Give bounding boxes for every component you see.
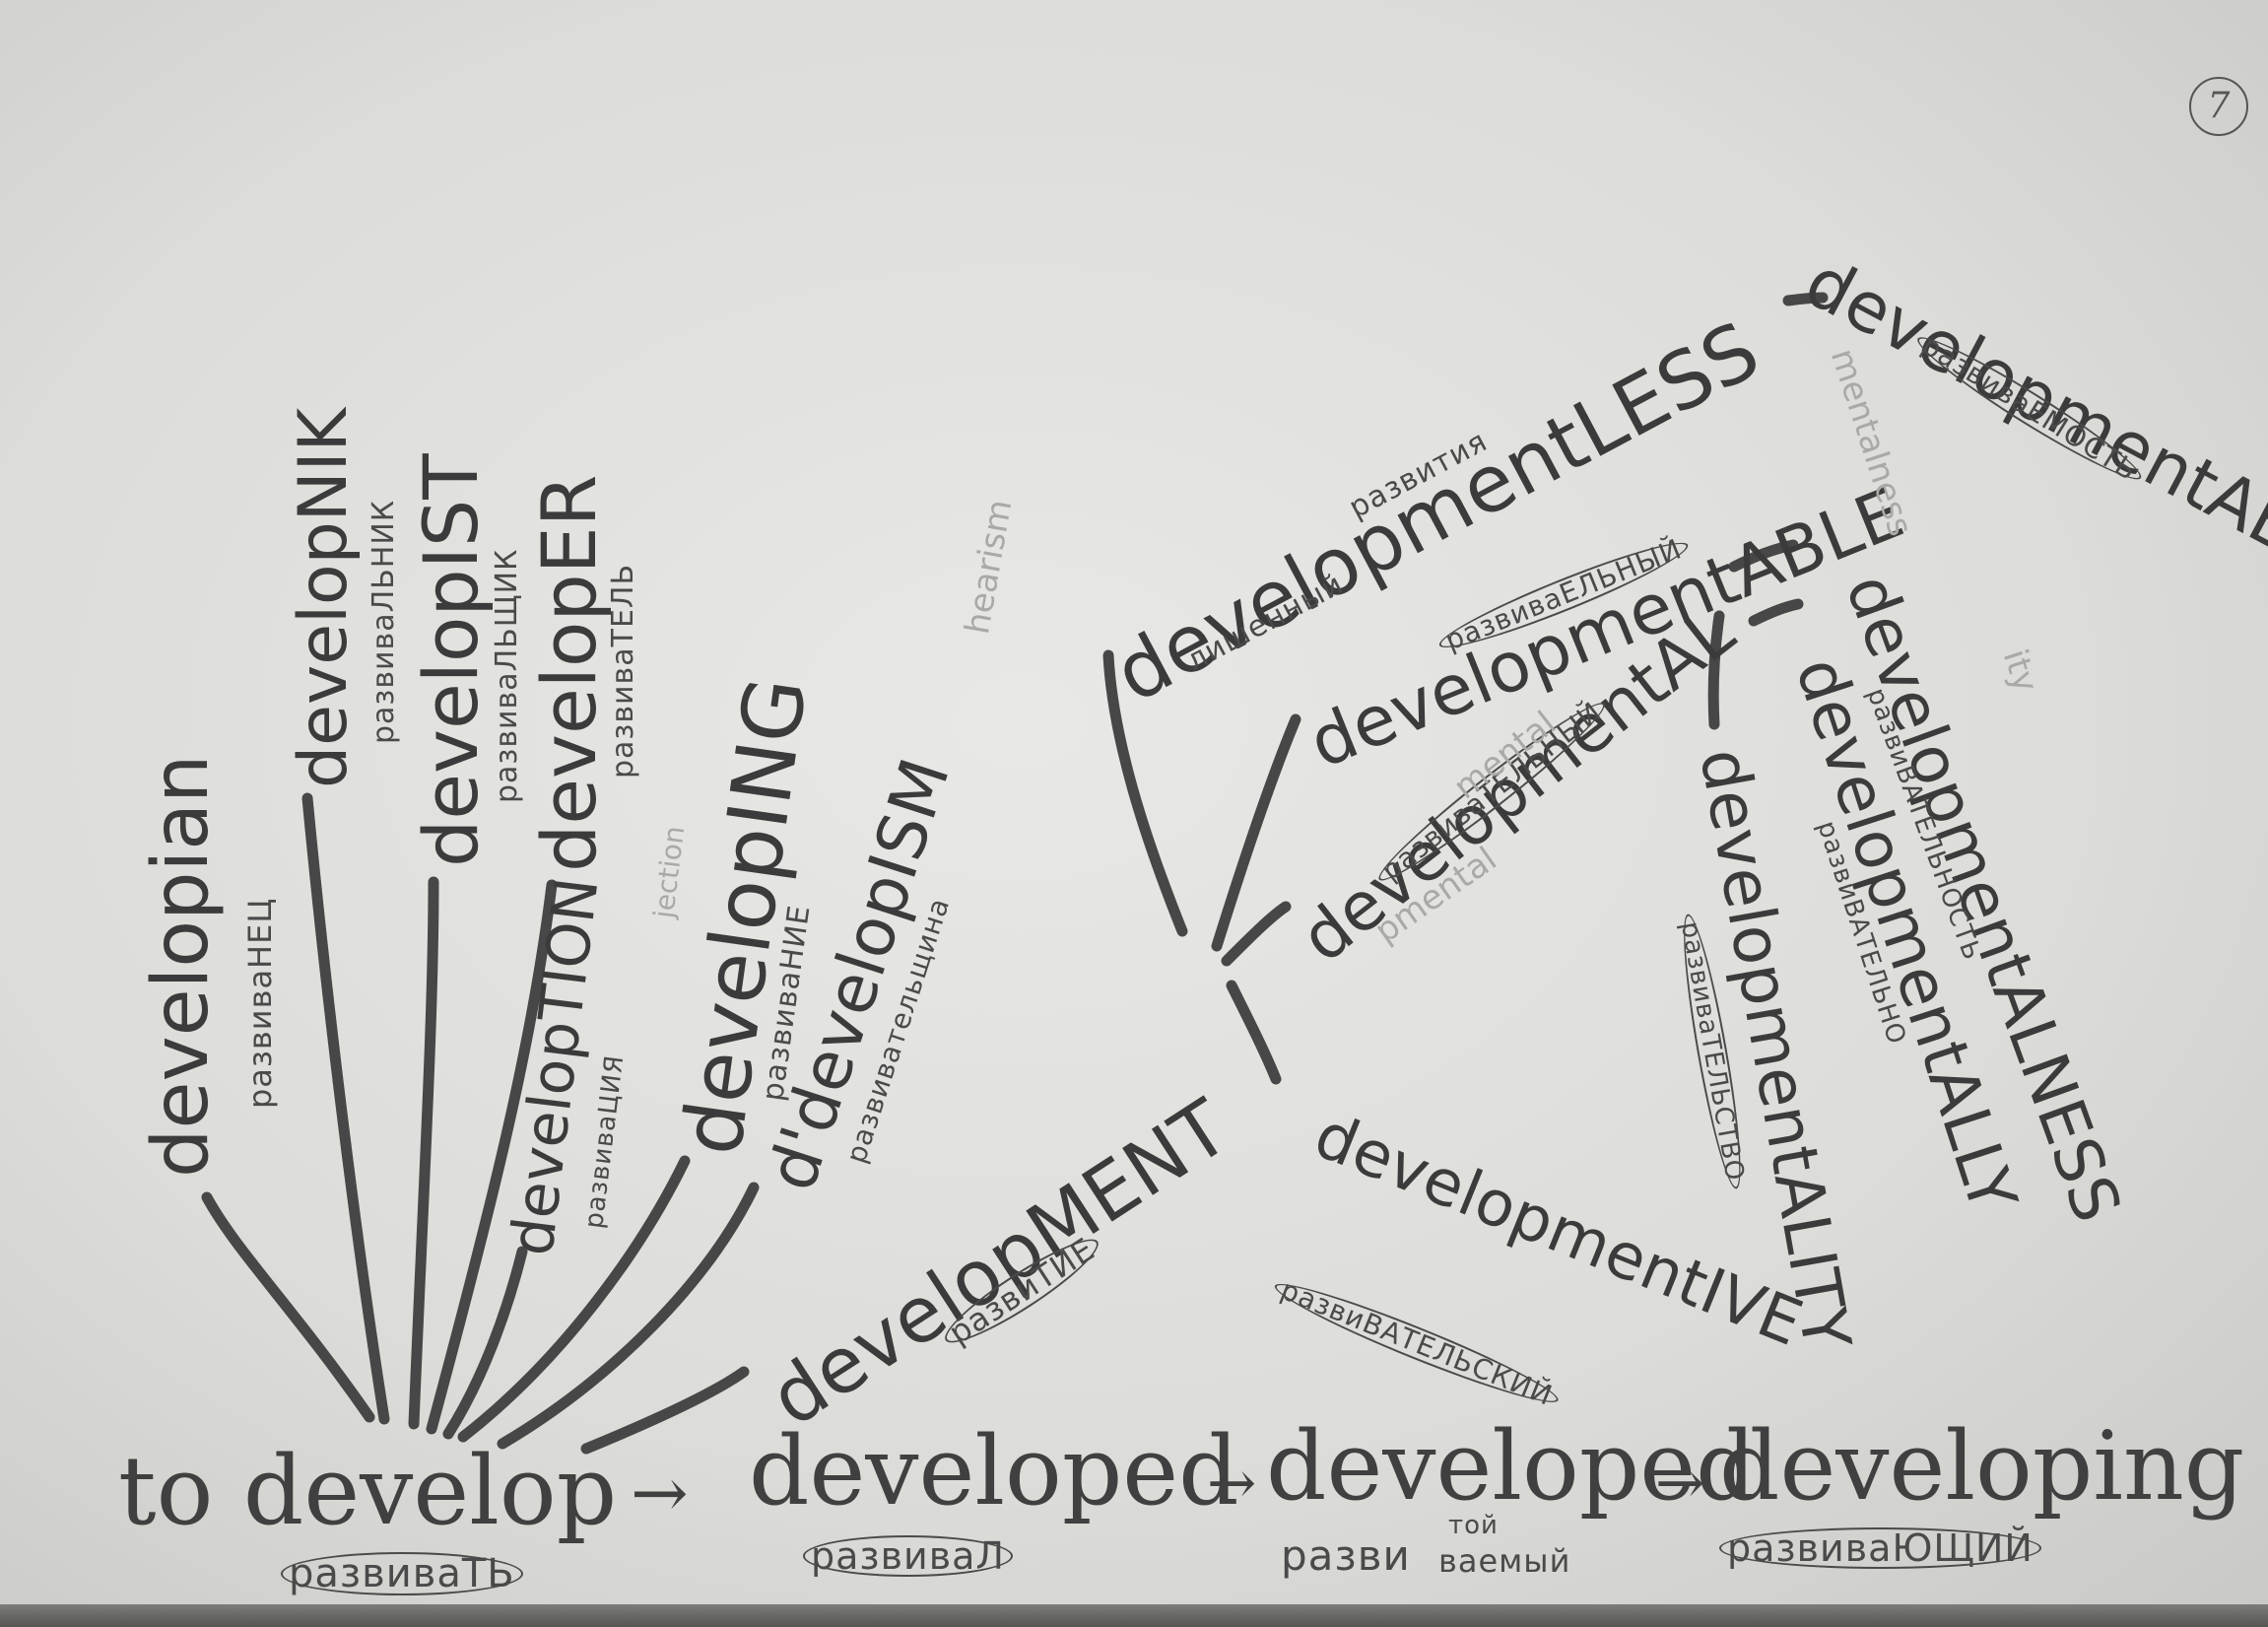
developing-translation: развиваЮЩИЙ <box>1719 1527 2041 1569</box>
fan-translation-developian: развиваНЕЦ <box>241 897 279 1109</box>
branch-line-less <box>1102 649 1188 937</box>
fan-translation-developist: развиваЛЬЩИК <box>490 548 524 803</box>
fan-word-developer: developER <box>525 474 613 872</box>
branch-line-able <box>1211 713 1301 952</box>
developed-participle-word: developed <box>1266 1411 1757 1522</box>
fan-word-developnik: developNIK <box>285 407 363 788</box>
fan-translation-developnik: развиваЛЬНИК <box>367 499 401 744</box>
scanner-edge <box>0 1604 2268 1627</box>
arrow-3: → <box>1655 1449 1705 1518</box>
developed-past-word: developed <box>749 1416 1239 1526</box>
branch-line-alness <box>1728 539 1799 573</box>
fan-word-developist: developIST <box>407 453 495 867</box>
fan-line-developer <box>426 879 558 1435</box>
fan-word-developian: developian <box>137 754 226 1178</box>
developed-past-translation: развиваЛ <box>803 1535 1013 1577</box>
branch-line-al <box>1221 901 1292 967</box>
fan-line-developist <box>408 876 439 1430</box>
fan-line-developian <box>201 1191 375 1423</box>
branch-line-ive <box>1226 980 1282 1085</box>
arrow-2: → <box>1207 1449 1257 1518</box>
to-develop-word: to develop <box>118 1436 618 1546</box>
developed-participle-translation-c: ваемый <box>1438 1542 1571 1580</box>
branch-line-ality <box>1707 610 1725 730</box>
branch-line-able-ability <box>1782 292 1829 306</box>
page-number: 7 <box>2189 77 2248 136</box>
to-develop-translation: развиваТЬ <box>281 1552 523 1595</box>
branch-line-ally <box>1748 598 1804 627</box>
fan-line-to-development <box>580 1366 750 1455</box>
developed-participle-translation-a: разви <box>1281 1531 1411 1580</box>
fan-translation-developer: развиваТЕЛЬ <box>606 563 640 779</box>
developed-participle-translation-b: той <box>1448 1511 1499 1540</box>
developing-word: developing <box>1719 1411 2245 1522</box>
fan-line-developnik <box>301 792 390 1425</box>
fan-line-developism <box>497 1182 760 1450</box>
fan-line-developing <box>457 1155 691 1443</box>
arrow-1: → <box>631 1453 689 1533</box>
fan-line-develoption <box>442 1246 528 1440</box>
